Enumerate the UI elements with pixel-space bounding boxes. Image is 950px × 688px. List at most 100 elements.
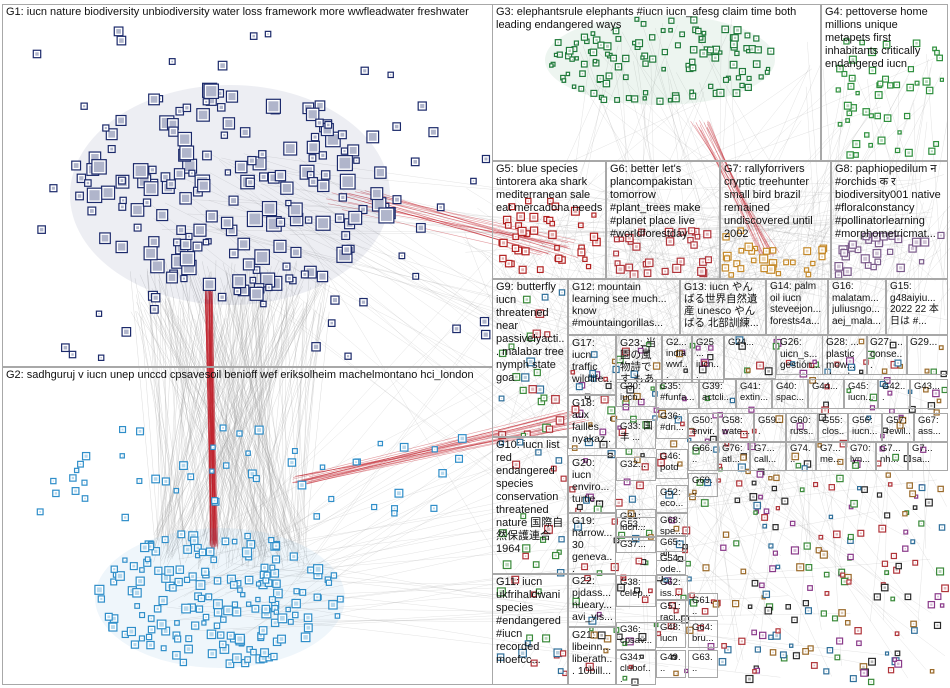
- network-edge: [176, 268, 266, 538]
- group-label: G24...: [728, 337, 754, 348]
- network-node: [231, 601, 239, 608]
- node-avatar: [440, 471, 445, 475]
- network-edge: [130, 311, 276, 561]
- network-node: [143, 181, 159, 197]
- group-label: G4: pettoverse home millions unique meta…: [825, 6, 931, 70]
- network-edge: [215, 300, 242, 562]
- group-label: G26: uicn_s... gestión...: [780, 337, 821, 371]
- network-node: [231, 538, 238, 545]
- network-node: [205, 593, 213, 601]
- network-node: [313, 564, 324, 575]
- node-avatar: [71, 353, 74, 356]
- node-avatar: [856, 629, 860, 632]
- network-node: [274, 169, 287, 182]
- network-edge: [224, 275, 323, 537]
- node-avatar: [276, 612, 278, 614]
- group-box-g7z: G7... nh...: [876, 441, 908, 471]
- node-avatar: [166, 568, 172, 574]
- node-avatar: [116, 29, 121, 34]
- network-edge: [217, 283, 270, 568]
- network-edge: [506, 239, 684, 490]
- node-avatar: [237, 636, 243, 642]
- network-node: [195, 580, 206, 590]
- node-avatar: [272, 655, 276, 658]
- node-avatar: [252, 289, 262, 299]
- group-label: G2... india wwf...: [666, 337, 689, 381]
- network-edge: [158, 262, 173, 539]
- network-edge: [260, 310, 316, 570]
- node-avatar: [930, 603, 933, 606]
- network-node: [205, 547, 215, 557]
- network-node: [147, 615, 155, 622]
- node-avatar: [268, 101, 279, 112]
- network-edge: [564, 226, 750, 420]
- network-node: [116, 35, 127, 46]
- network-node: [198, 548, 207, 557]
- network-edge: [156, 291, 256, 540]
- network-node: [285, 199, 292, 207]
- network-node: [374, 166, 387, 179]
- node-avatar: [242, 129, 248, 136]
- node-avatar: [317, 102, 323, 109]
- node-avatar: [134, 590, 140, 595]
- group-box-g7w: G7... sa...: [908, 441, 948, 471]
- node-avatar: [722, 547, 724, 549]
- highlight-edge: [306, 413, 575, 485]
- network-node: [479, 316, 490, 327]
- network-node: [119, 453, 125, 459]
- network-node: [142, 198, 152, 207]
- node-avatar: [164, 479, 168, 483]
- highlight-edge: [300, 418, 587, 477]
- group-label: G74...: [790, 443, 811, 465]
- network-edge: [198, 276, 254, 563]
- network-node: [339, 173, 356, 190]
- network-node: [711, 53, 720, 62]
- node-avatar: [888, 475, 890, 477]
- node-avatar: [870, 681, 872, 683]
- node-avatar: [608, 75, 610, 77]
- node-avatar: [300, 483, 304, 487]
- network-node: [183, 576, 191, 583]
- node-avatar: [915, 507, 917, 509]
- node-avatar: [89, 209, 94, 213]
- network-edge: [285, 297, 301, 550]
- network-node: [217, 292, 227, 302]
- network-node: [272, 542, 280, 550]
- network-node: [305, 107, 320, 122]
- network-edge: [309, 209, 830, 276]
- network-edge: [525, 68, 813, 270]
- group-label: G22: pjdass... nueary... avi_vis...: [572, 575, 613, 623]
- node-avatar: [222, 427, 224, 429]
- network-node: [455, 454, 464, 463]
- network-node: [656, 97, 664, 105]
- node-avatar: [703, 501, 707, 505]
- network-node: [758, 494, 763, 500]
- network-edge: [252, 316, 258, 570]
- network-node: [336, 155, 353, 172]
- network-node: [97, 595, 106, 603]
- network-edge: [189, 274, 275, 540]
- network-node: [166, 179, 176, 190]
- network-edge: [167, 300, 180, 554]
- network-edge: [511, 220, 673, 419]
- node-avatar: [911, 492, 914, 495]
- node-avatar: [755, 512, 757, 514]
- node-avatar: [432, 507, 435, 510]
- group-label: G41: extin...: [740, 381, 768, 403]
- network-edge: [165, 261, 231, 565]
- network-edge: [185, 278, 302, 542]
- node-avatar: [231, 198, 237, 204]
- network-node: [316, 270, 329, 283]
- node-avatar: [770, 637, 772, 639]
- node-avatar: [342, 176, 354, 187]
- network-node: [240, 592, 246, 598]
- node-avatar: [237, 582, 239, 585]
- group-box-g58: G58: wate...: [718, 413, 754, 443]
- network-node: [143, 246, 158, 261]
- node-avatar: [322, 467, 324, 469]
- network-edge: [158, 316, 209, 541]
- node-avatar: [782, 653, 785, 656]
- network-edge: [166, 318, 183, 547]
- network-edge: [167, 301, 300, 555]
- node-avatar: [750, 409, 752, 411]
